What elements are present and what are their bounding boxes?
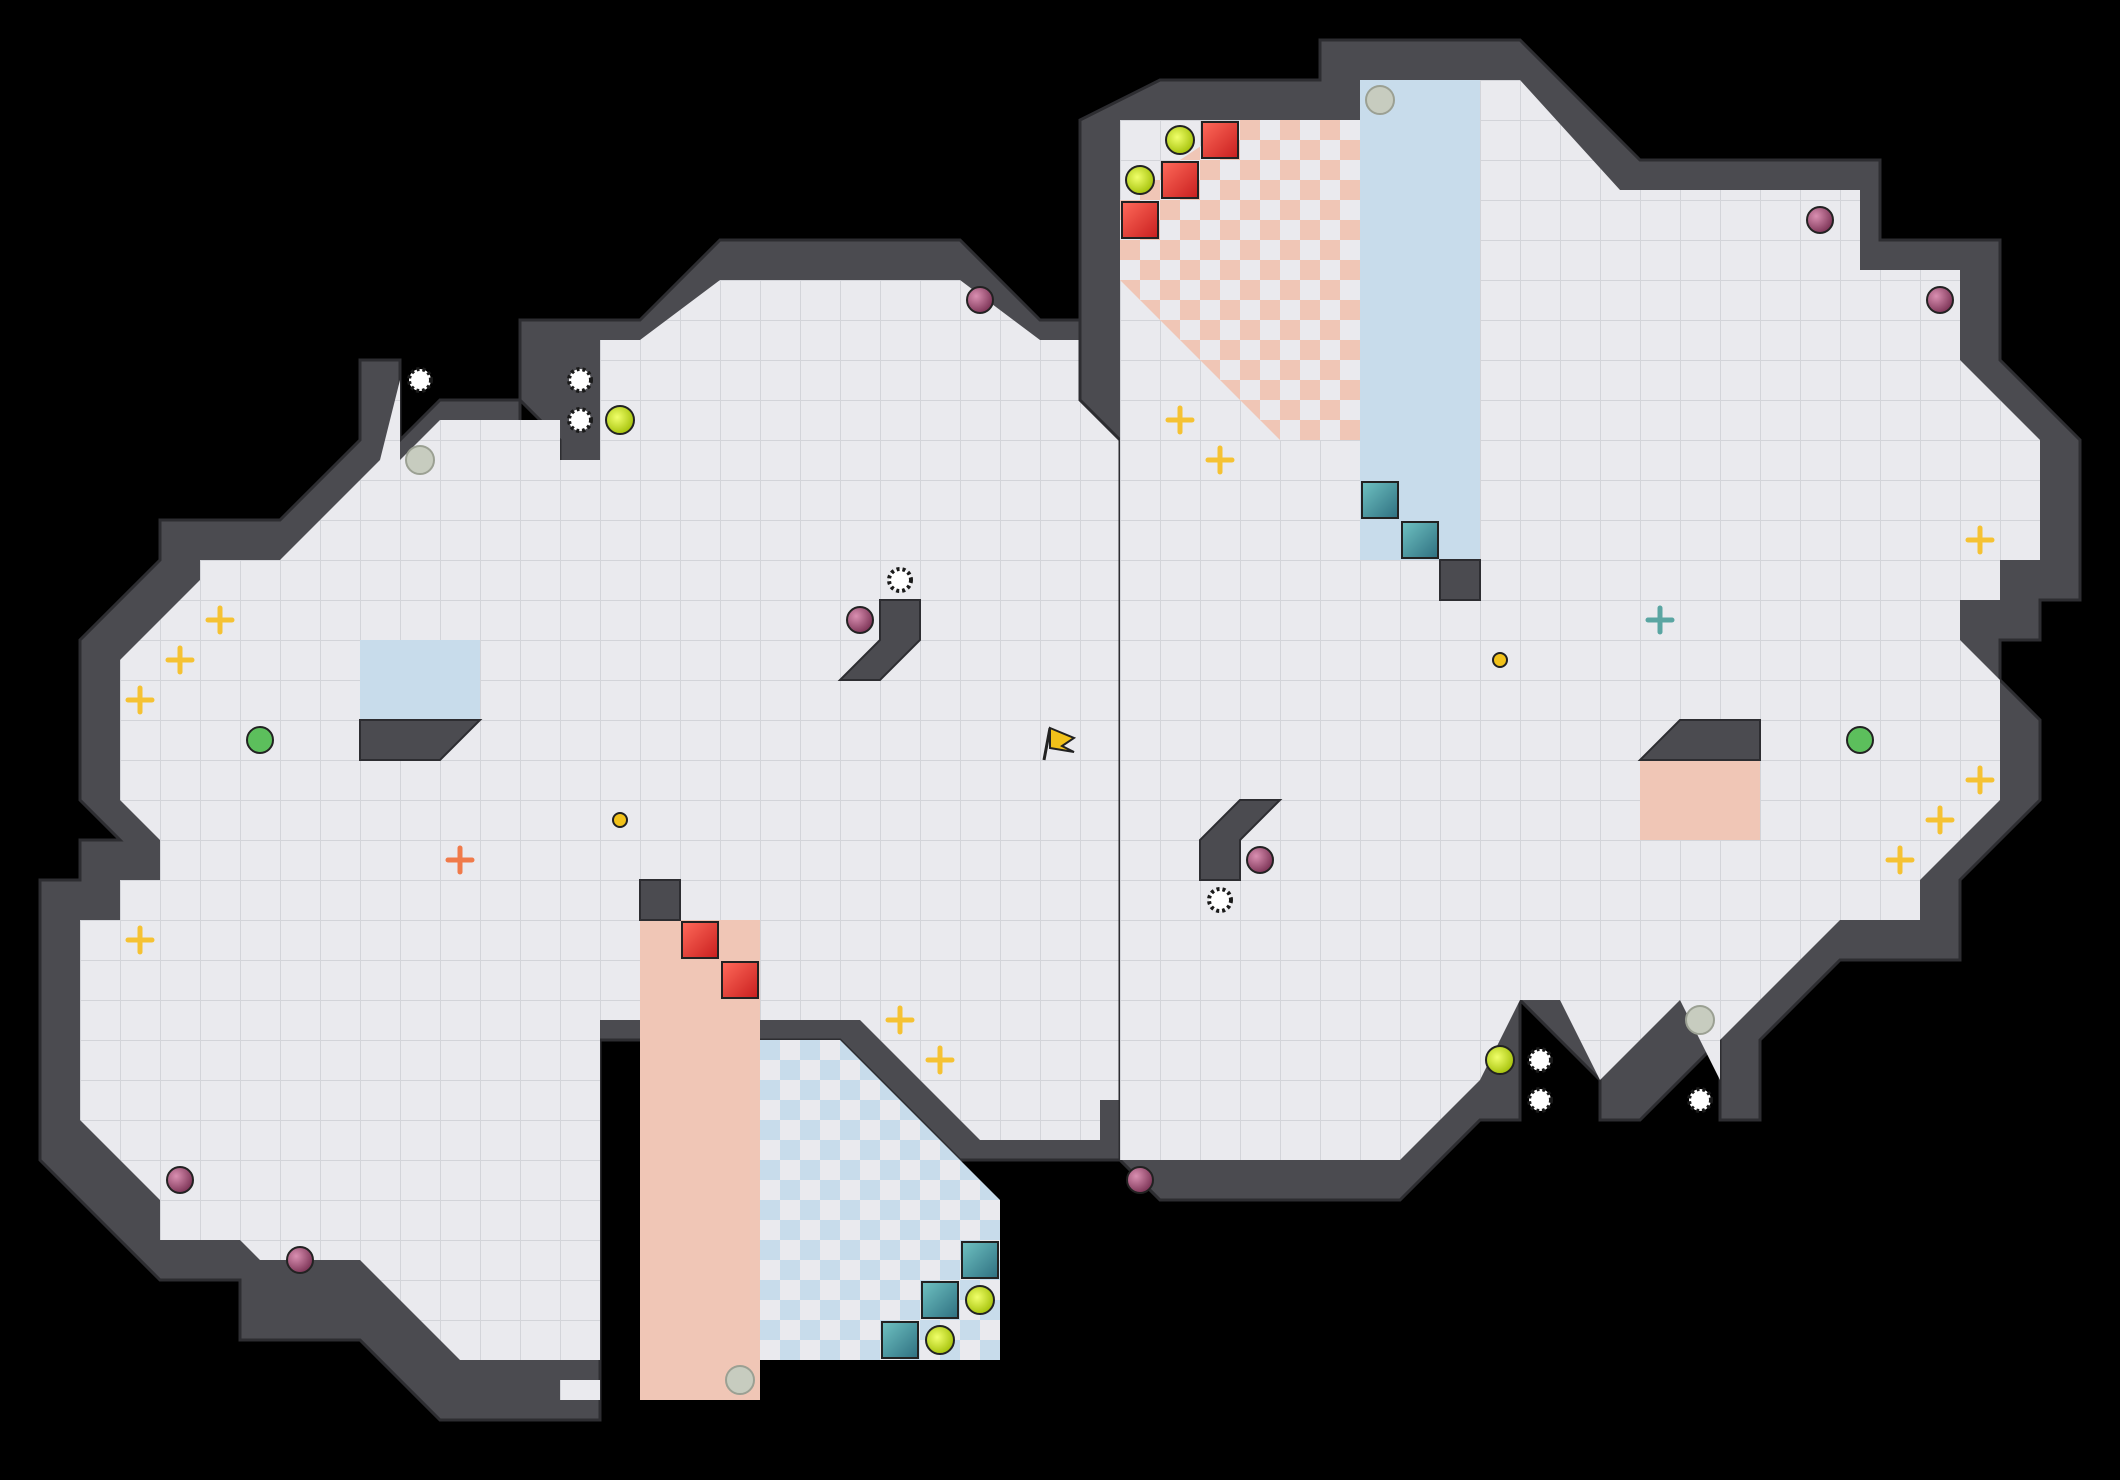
left-room: [38, 238, 1162, 1422]
coin-icon: [612, 812, 628, 828]
lime-orbs: [605, 125, 1515, 1355]
coin-icon: [1492, 652, 1508, 668]
bomb-icon: [966, 286, 994, 314]
plus-orange-icon: [445, 845, 475, 875]
gear-icon: [1527, 1087, 1553, 1113]
wall-center-lower-hook: [1199, 799, 1283, 881]
bomb-icon: [1806, 206, 1834, 234]
gear-icon: [1207, 887, 1233, 913]
teal-blocks: [881, 481, 1439, 1359]
bombs: [166, 206, 1954, 1274]
teal-block: [881, 1321, 919, 1359]
lime-orb: [1165, 125, 1195, 155]
teal-block: [961, 1241, 999, 1279]
gear-icon: [887, 567, 913, 593]
gear-icon: [407, 367, 433, 393]
blue-strip-top: [1360, 80, 1480, 560]
lime-orb: [1485, 1045, 1515, 1075]
red-block: [681, 921, 719, 959]
wall-block-bottom: [639, 879, 681, 921]
plus-teal-marker: [1645, 605, 1675, 635]
plus-icon: [165, 645, 195, 675]
teal-block: [921, 1281, 959, 1319]
plus-icon: [1965, 765, 1995, 795]
plus-icon: [125, 925, 155, 955]
interior-walls: [359, 559, 1761, 921]
teal-block: [1361, 481, 1399, 519]
gray-orb: [725, 1365, 755, 1395]
gray-orb: [405, 445, 435, 475]
plus-icon: [1965, 525, 1995, 555]
coins: [612, 652, 1508, 828]
bomb-icon: [166, 1166, 194, 1194]
red-strip-bottom: [640, 920, 760, 1400]
red-block: [1121, 201, 1159, 239]
plus-icon: [1165, 405, 1195, 435]
central-floor: [1120, 360, 1360, 1160]
plus-teal-icon: [1645, 605, 1675, 635]
plus-icon: [1925, 805, 1955, 835]
teal-block: [1401, 521, 1439, 559]
lime-orb: [1125, 165, 1155, 195]
red-zone-right: [1640, 760, 1760, 840]
green-orb: [1846, 726, 1874, 754]
left-room-floor: [80, 280, 1160, 1400]
gear-icon: [567, 367, 593, 393]
plus-icon: [925, 1045, 955, 1075]
gears: [407, 367, 1713, 1113]
red-block: [721, 961, 759, 999]
lime-orb: [965, 1285, 995, 1315]
bomb-icon: [1246, 846, 1274, 874]
plus-icon: [1205, 445, 1235, 475]
gear-icon: [1687, 1087, 1713, 1113]
plus-icon: [205, 605, 235, 635]
wall-center-hook: [837, 599, 921, 681]
green-orb: [246, 726, 274, 754]
plus-icon: [885, 1005, 915, 1035]
bomb-icon: [286, 1246, 314, 1274]
blue-zone-left: [360, 640, 480, 720]
lime-orb: [605, 405, 635, 435]
red-blocks: [681, 121, 1239, 999]
wall-left-ledge: [359, 719, 483, 761]
bomb-icon: [1926, 286, 1954, 314]
blue-checker-bottom: [760, 1040, 1000, 1360]
player-flag[interactable]: [1042, 726, 1077, 761]
gray-orbs: [405, 85, 1715, 1395]
lime-orb: [925, 1325, 955, 1355]
gear-icon: [1527, 1047, 1553, 1073]
gear-icon: [567, 407, 593, 433]
wall-right-ledge: [1637, 719, 1761, 761]
red-block: [1161, 161, 1199, 199]
bomb-icon: [846, 606, 874, 634]
plus-orange-marker: [445, 845, 475, 875]
gray-orb: [1685, 1005, 1715, 1035]
plus-icon: [125, 685, 155, 715]
gray-orb: [1365, 85, 1395, 115]
plus-icon: [1885, 845, 1915, 875]
red-block: [1201, 121, 1239, 159]
plus-markers: [125, 405, 1995, 1075]
wall-block-top: [1439, 559, 1481, 601]
bomb-icon: [1126, 1166, 1154, 1194]
green-orbs: [246, 726, 1874, 754]
red-checker-top: [1120, 120, 1360, 440]
flag-icon: [1049, 726, 1077, 753]
